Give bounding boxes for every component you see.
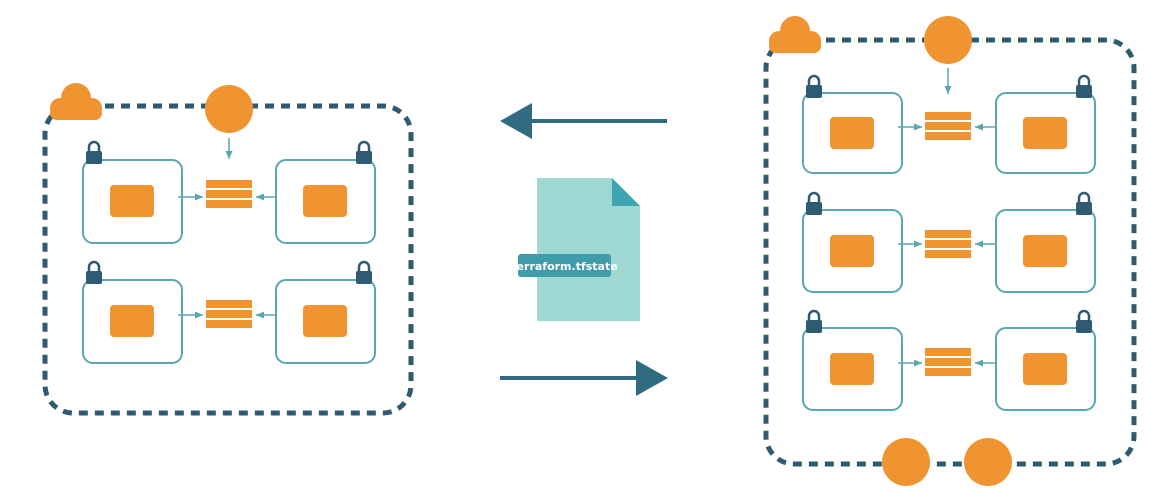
lock-icon	[1074, 191, 1094, 217]
load-balancer-icon	[924, 16, 972, 64]
server-row	[82, 260, 376, 364]
server-block	[303, 305, 347, 337]
arrow-left	[500, 103, 667, 139]
bottom-node-icon	[882, 438, 930, 486]
server-row	[802, 191, 1096, 293]
server-block	[303, 185, 347, 217]
left-environment	[42, 83, 414, 416]
lock-icon	[354, 140, 374, 166]
file-label-badge	[518, 254, 611, 277]
stack-icon	[925, 348, 971, 376]
load-balancer-icon	[205, 85, 253, 133]
lock-icon	[1074, 74, 1094, 100]
state-file: terraform.tfstate	[511, 178, 640, 321]
lock-icon	[84, 260, 104, 286]
stack-icon	[206, 300, 252, 328]
lock-icon	[804, 74, 824, 100]
lock-icon	[354, 260, 374, 286]
lock-icon	[1074, 309, 1094, 335]
document-fold	[612, 178, 640, 206]
document-icon	[537, 178, 640, 321]
server-block	[830, 117, 874, 149]
server-block	[830, 353, 874, 385]
server-block	[1023, 353, 1067, 385]
lock-icon	[804, 191, 824, 217]
server-block	[1023, 117, 1067, 149]
server-row	[82, 140, 376, 244]
server-block	[110, 185, 154, 217]
cloud-icon	[50, 83, 102, 120]
stack-icon	[925, 230, 971, 258]
arrow-right	[500, 360, 668, 396]
left-environment-border	[42, 103, 414, 416]
bottom-node-icon	[964, 438, 1012, 486]
right-environment	[763, 16, 1137, 486]
server-block	[830, 235, 874, 267]
server-row	[802, 309, 1096, 411]
stack-icon	[925, 112, 971, 140]
file-label: terraform.tfstate	[511, 260, 617, 273]
server-block	[1023, 235, 1067, 267]
cloud-icon	[769, 16, 821, 53]
lock-icon	[804, 309, 824, 335]
stack-icon	[206, 180, 252, 208]
server-row	[802, 74, 1096, 174]
lock-icon	[84, 140, 104, 166]
server-block	[110, 305, 154, 337]
